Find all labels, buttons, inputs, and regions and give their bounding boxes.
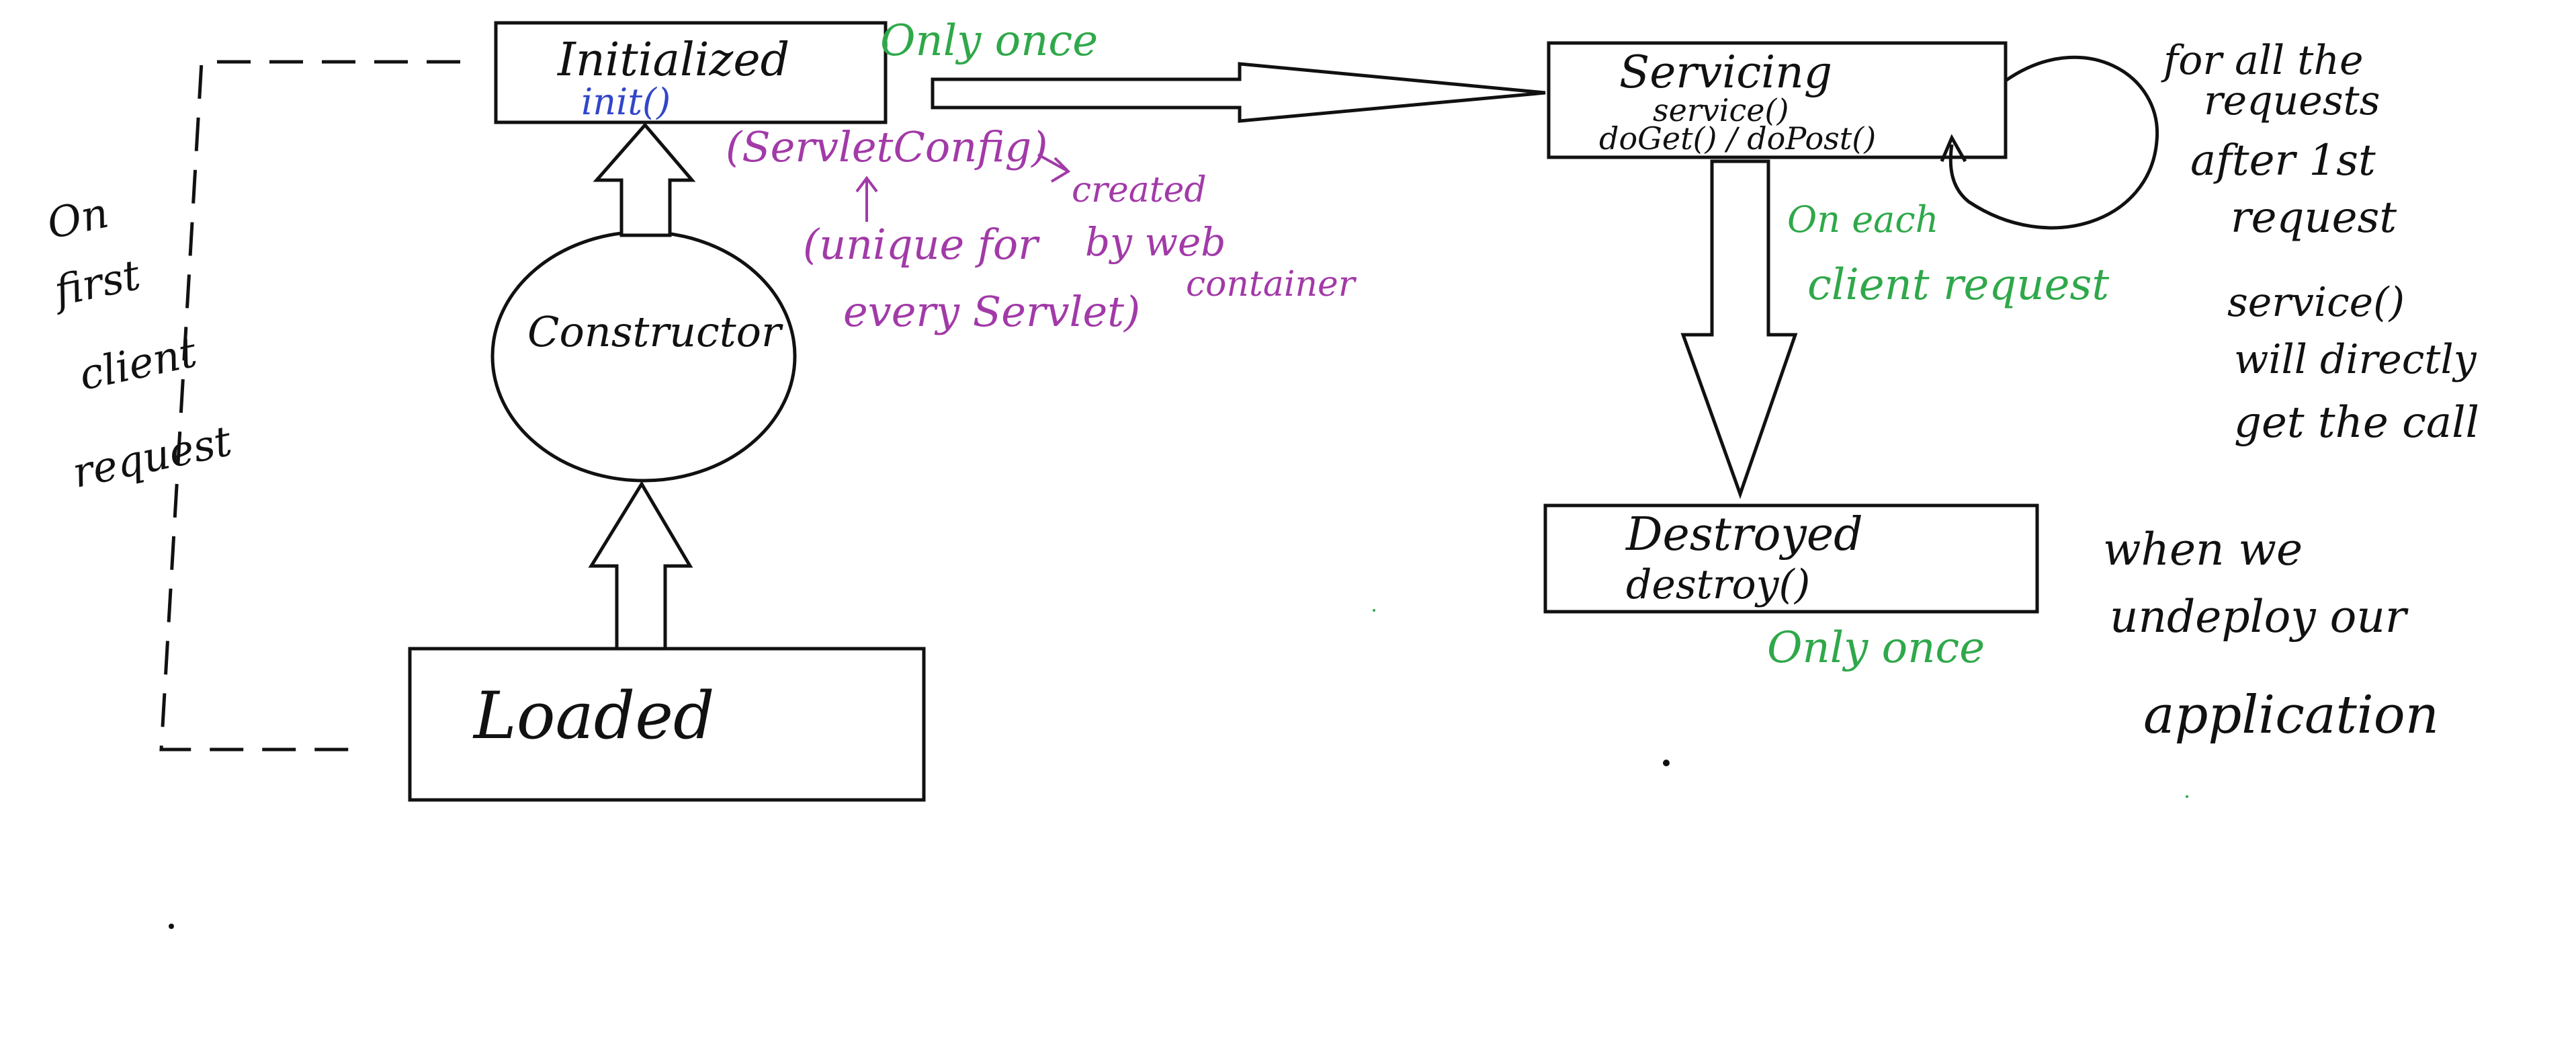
constructor-title: Constructor	[527, 307, 783, 356]
all-requests-line-3: after 1st	[2190, 136, 2376, 186]
arrow-servicing-to-destroyed	[1680, 159, 1798, 499]
loaded-title: Loaded	[472, 678, 715, 754]
destroy-method-label: destroy()	[1626, 561, 1810, 608]
first-request-note: On first client request	[43, 188, 236, 498]
constructor-state-ellipse	[490, 230, 797, 483]
all-requests-line-1: for all the	[2161, 37, 2364, 84]
undeploy-line-3: application	[2143, 685, 2439, 745]
first-request-line-1: On	[43, 188, 113, 249]
all-requests-note: for all the requests after 1st request s…	[2161, 37, 2479, 448]
stray-dot	[1663, 760, 1670, 766]
by-web-note: by web	[1085, 219, 1226, 265]
all-requests-line-5: service()	[2227, 279, 2405, 326]
service-method-label: service()	[1653, 92, 1789, 128]
stray-dot	[169, 924, 174, 929]
unique-note-line-2: every Servlet)	[843, 287, 1140, 336]
first-request-line-2: first	[48, 250, 144, 317]
init-method-label: init()	[581, 81, 671, 123]
self-loop-arrowhead	[1940, 134, 1967, 163]
servletconfig-note: (ServletConfig)	[726, 122, 1047, 171]
servicing-title: Servicing	[1619, 46, 1832, 98]
created-note: created	[1072, 170, 1207, 210]
on-each-request-note-1: On each	[1787, 198, 1938, 241]
unique-note-line-1: (unique for	[803, 220, 1040, 269]
on-each-request-note-2: client request	[1807, 260, 2109, 310]
undeploy-line-2: undeploy our	[2110, 591, 2409, 643]
stray-dot	[1373, 609, 1375, 612]
doget-dopost-label: doGet() / doPost()	[1599, 120, 1876, 157]
arrow-loaded-to-constructor	[588, 481, 693, 651]
servicing-state-box	[1547, 41, 2008, 159]
only-once-note-bottom: Only once	[1767, 623, 1985, 673]
container-note: container	[1186, 264, 1357, 305]
all-requests-line-4: request	[2231, 193, 2397, 243]
arrow-constructor-to-initialized	[593, 122, 696, 237]
stray-dot	[2186, 795, 2188, 798]
initialized-state-box	[494, 21, 888, 124]
destroyed-title: Destroyed	[1625, 508, 1863, 561]
only-once-note-top: Only once	[880, 16, 1098, 66]
servletconfig-created-arrow	[1037, 153, 1071, 183]
all-requests-line-7: get the call	[2234, 398, 2479, 448]
undeploy-line-1: when we	[2103, 524, 2303, 575]
destroyed-state-box	[1543, 503, 2039, 614]
loaded-state-box	[408, 647, 926, 802]
first-request-dashed-path	[159, 60, 460, 752]
initialized-title: Initialized	[556, 34, 789, 87]
all-requests-line-2: requests	[2204, 77, 2380, 124]
all-requests-line-6: will directly	[2234, 336, 2477, 383]
arrow-initialized-to-servicing	[931, 62, 1546, 123]
unique-pointer-arrow	[855, 175, 878, 222]
first-request-line-4: request	[69, 416, 236, 497]
servicing-self-loop	[1948, 55, 2159, 230]
